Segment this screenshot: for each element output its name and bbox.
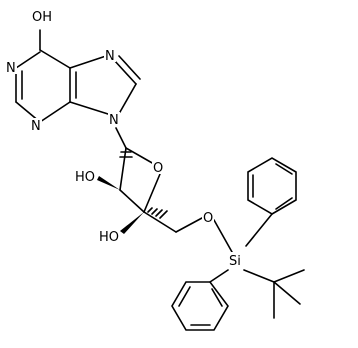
phenyl-ring-upper [247,157,297,215]
silyl-group [209,213,305,319]
nitrogen-label-n1: N [6,61,16,76]
phenyl-ring-lower [171,281,229,331]
nitrogen-label-n3: N [31,119,41,134]
purine-ring [15,29,141,123]
atom-labels: OH N N N N O HO HO O Si [5,8,246,269]
hydroxyl-label-3prime: HO [99,230,119,245]
ribose-ring [97,147,203,234]
glycosidic-bond [115,127,127,149]
hydroxyl-label-2prime: HO [75,170,95,185]
hydroxyl-label: OH [32,10,52,25]
nitrogen-label-n7: N [105,49,115,64]
nitrogen-label-n9: N [109,113,119,128]
ether-oxygen-label: O [203,211,213,226]
silicon-label: Si [229,254,241,269]
ring-oxygen-label: O [153,161,163,176]
